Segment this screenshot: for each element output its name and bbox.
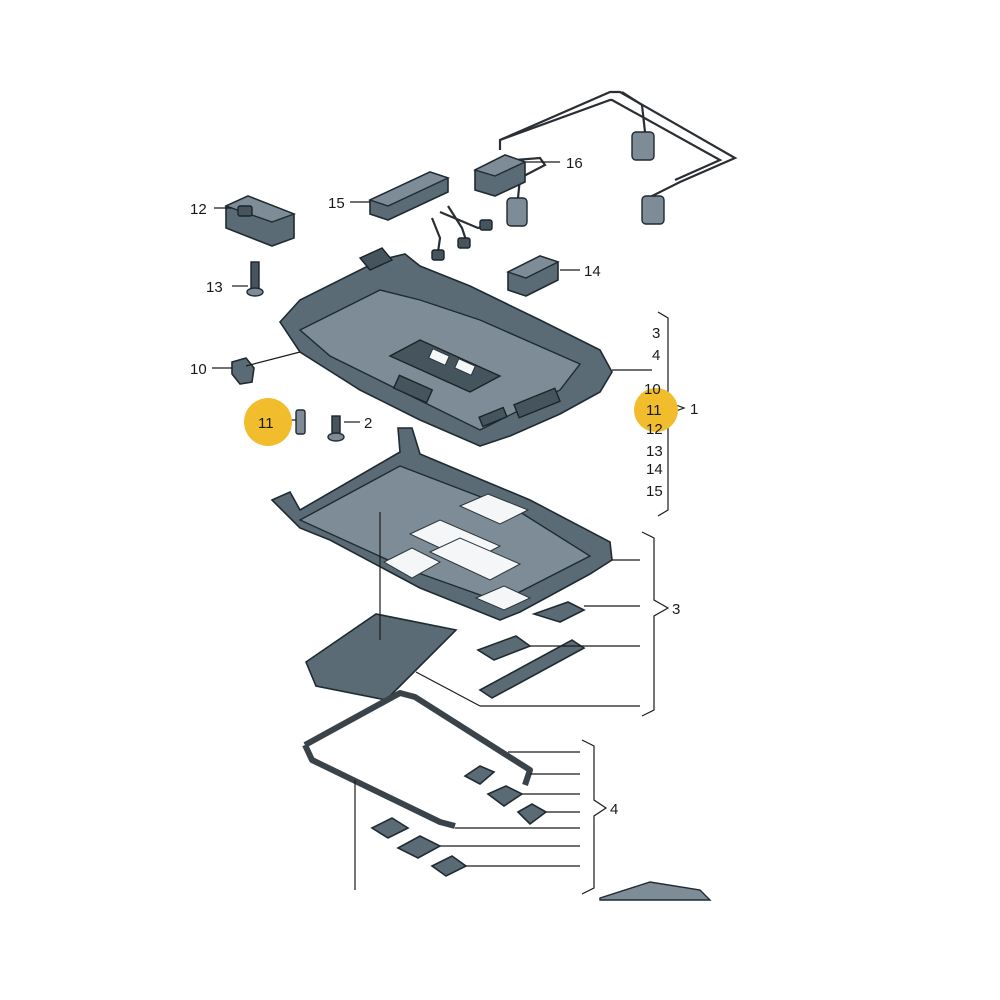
part-16-connector <box>473 154 527 197</box>
group-3-label: 3 <box>672 601 680 618</box>
callout-12: 12 <box>190 201 207 218</box>
callout-15: 15 <box>328 195 345 212</box>
part-11-pin <box>295 409 306 435</box>
group-3-trim-pieces <box>476 601 586 699</box>
part-15-control-module <box>368 171 450 221</box>
lens-cover <box>305 613 458 701</box>
group-1-label: 1 <box>690 401 698 418</box>
group-1-item-11: 11 <box>646 402 662 419</box>
group-1-item-12: 12 <box>646 421 663 438</box>
callout-14: 14 <box>584 263 601 280</box>
callout-2: 2 <box>364 415 372 432</box>
group-1-item-10: 10 <box>644 381 661 398</box>
group-1-item-3: 3 <box>652 325 660 342</box>
callout-16: 16 <box>566 155 583 172</box>
leader-lines <box>212 161 652 890</box>
part-10-clip <box>231 357 255 385</box>
group-1-item-15: 15 <box>646 483 663 500</box>
highlight-marker-right <box>634 388 678 432</box>
group-1-item-14: 14 <box>646 461 663 478</box>
group-4-frame-and-buttons <box>302 690 548 877</box>
part-12-switch <box>224 195 296 247</box>
group-1-item-4: 4 <box>652 347 660 364</box>
group-4-label: 4 <box>610 801 618 818</box>
group-braces <box>581 311 686 895</box>
callout-10: 10 <box>190 361 207 378</box>
part-2-screw <box>327 415 345 442</box>
wiring-harness <box>430 90 738 261</box>
callout-13: 13 <box>206 279 223 296</box>
highlight-marker-left <box>244 398 292 446</box>
partial-next-component <box>599 881 712 901</box>
lower-console-frame <box>270 427 613 621</box>
upper-console-housing <box>278 247 613 447</box>
part-13-screw <box>246 261 264 297</box>
group-1-item-13: 13 <box>646 443 663 460</box>
callout-11: 11 <box>258 415 274 432</box>
part-14-housing <box>506 255 560 297</box>
